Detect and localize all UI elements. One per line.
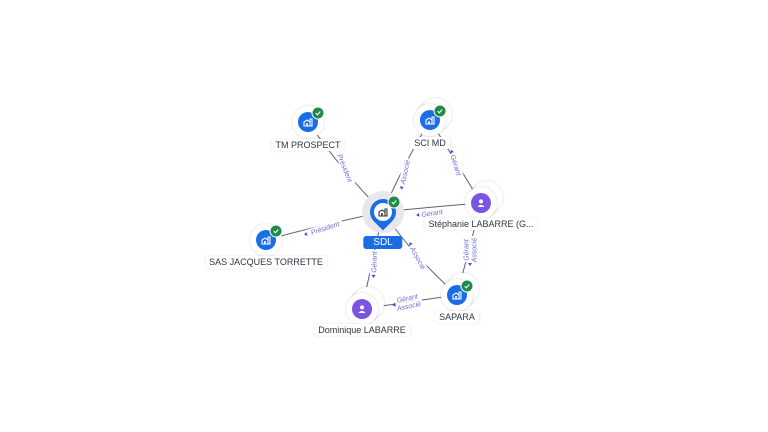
edge-label-group: Associé: [407, 242, 429, 273]
edge-label: Gérant: [464, 238, 471, 260]
node-label[interactable]: SAS JACQUES TORRETTE: [205, 256, 327, 268]
edge-label-bg: [369, 249, 379, 275]
edge-label-bg: [334, 149, 356, 187]
verified-check-icon: [387, 195, 401, 209]
verified-check-icon: [311, 106, 325, 120]
edge-arrow-icon: [416, 212, 420, 217]
edge-label-group: Associé: [398, 157, 412, 190]
edge-label-bg: [470, 236, 478, 264]
edge-arrow-icon: [371, 274, 376, 278]
verified-check-icon: [269, 224, 283, 238]
edge-label-group: Gérant: [369, 249, 379, 278]
edge-label: Président: [335, 153, 353, 184]
person-icon: [471, 193, 491, 213]
edge-label-bg: [419, 207, 445, 219]
person-icon: [352, 299, 372, 319]
edge-arrow-icon: [304, 231, 308, 236]
node-label[interactable]: SAPARA: [435, 311, 479, 323]
edge-label: Associé: [472, 238, 479, 264]
edge-label-bg: [448, 152, 464, 178]
edge-label: Gérant: [371, 250, 379, 273]
edge-label: Associé: [408, 245, 426, 271]
verified-check-icon: [433, 104, 447, 118]
edge-arrow-icon: [392, 302, 396, 307]
edge-label: Gérant: [421, 209, 444, 219]
building-icon: [374, 203, 392, 221]
node-label[interactable]: SCI MD: [410, 137, 450, 149]
node-label[interactable]: Dominique LABARRE: [314, 324, 410, 336]
node-label[interactable]: SDL: [363, 236, 403, 249]
edge-label-bg: [394, 291, 420, 305]
edge-label: Associé: [400, 159, 412, 186]
edge-label-bg: [394, 299, 424, 313]
edge-arrow-icon: [468, 263, 472, 266]
edge-label-group: Gérant: [416, 207, 445, 219]
node-label[interactable]: Stéphanie LABARRE (G...: [424, 218, 538, 230]
edge-label-bg: [462, 238, 470, 262]
edge-arrow-icon: [409, 242, 413, 246]
edge-label: Président: [310, 221, 341, 237]
node-label[interactable]: TM PROSPECT: [271, 139, 345, 151]
edge-label: Gérant: [396, 293, 419, 305]
edge-label-bg: [306, 218, 344, 238]
edge-label-bg: [407, 243, 429, 273]
edge-label-bg: [398, 157, 412, 187]
verified-check-icon: [460, 279, 474, 293]
edge-arrow-icon: [450, 149, 454, 154]
edge-arrow-icon: [399, 186, 404, 190]
edge-label-group: Président: [334, 147, 356, 187]
edge-label-group: Gérant: [448, 149, 464, 178]
